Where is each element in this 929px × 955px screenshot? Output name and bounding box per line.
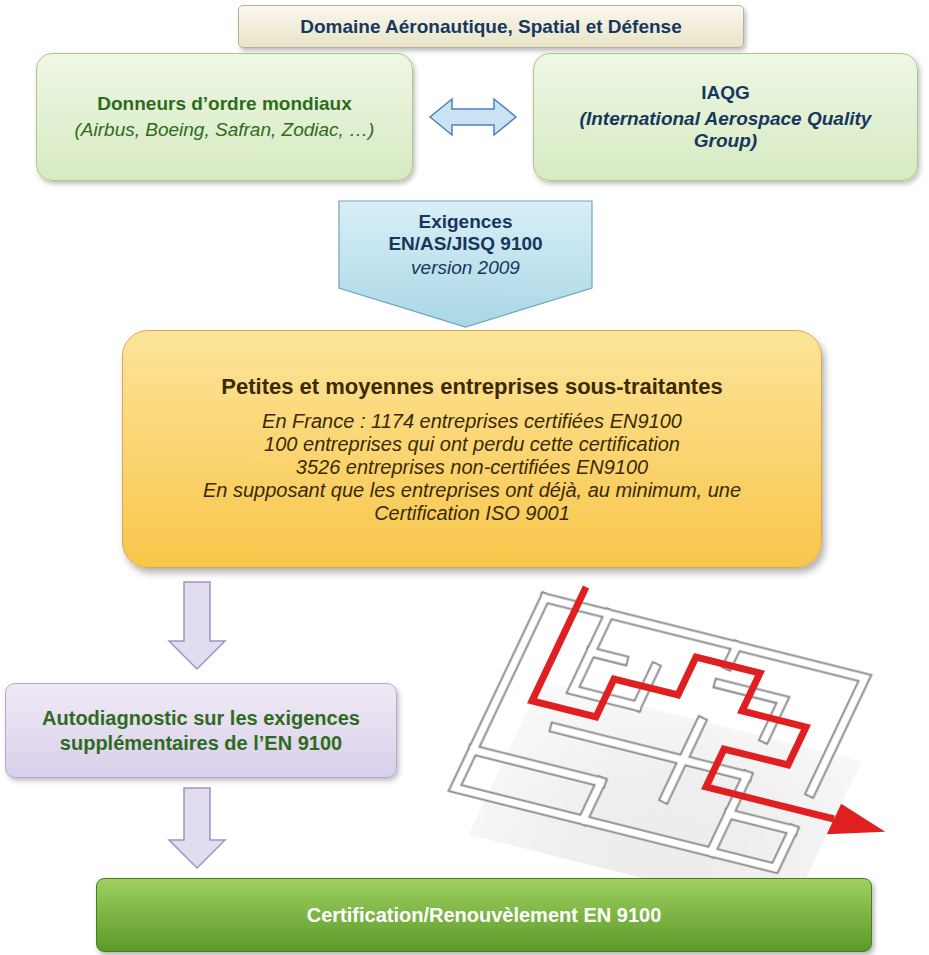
double-block-arrow [430, 99, 516, 135]
client-box: Donneurs d’ordre mondiaux (Airbus, Boeing… [36, 53, 413, 181]
down-block-arrow [169, 582, 225, 669]
subcontractor-box: Petites et moyennes entreprises sous-tra… [122, 330, 822, 568]
node-text: En France : 1174 entreprises certifiées … [262, 410, 682, 433]
requirements-arrow: Exigences EN/AS/JISQ 9100version 2009 [338, 200, 593, 328]
node-text: En supposant que les entreprises ont déj… [153, 479, 791, 525]
down-block-arrow [169, 788, 225, 868]
node-heading: IAQG [701, 82, 750, 104]
maze-path [507, 587, 929, 847]
node-heading: Exigences EN/AS/JISQ 9100 [378, 211, 553, 255]
node-text: 3526 entreprises non-certifiées EN9100 [296, 456, 648, 479]
node-heading: Petites et moyennes entreprises sous-tra… [221, 374, 722, 400]
iaqg-box: IAQG (International Aerospace Quality Gro… [533, 53, 918, 181]
node-text: (Airbus, Boeing, Safran, Zodiac, …) [75, 119, 375, 141]
node-heading: Domaine Aéronautique, Spatial et Défense [300, 16, 682, 38]
node-text: 100 entreprises qui ont perdu cette cert… [264, 433, 680, 456]
domain-banner: Domaine Aéronautique, Spatial et Défense [238, 5, 744, 48]
self-assessment-box: Autodiagnostic sur les exigences supplém… [5, 683, 397, 778]
node-heading: Certification/Renouvèlement EN 9100 [307, 904, 662, 927]
node-heading: Autodiagnostic sur les exigences supplém… [28, 706, 374, 756]
certification-bar: Certification/Renouvèlement EN 9100 [96, 878, 872, 952]
node-heading: Donneurs d’ordre mondiaux [97, 93, 351, 115]
node-text: (International Aerospace Quality Group) [564, 108, 887, 152]
node-text: version 2009 [411, 257, 520, 279]
